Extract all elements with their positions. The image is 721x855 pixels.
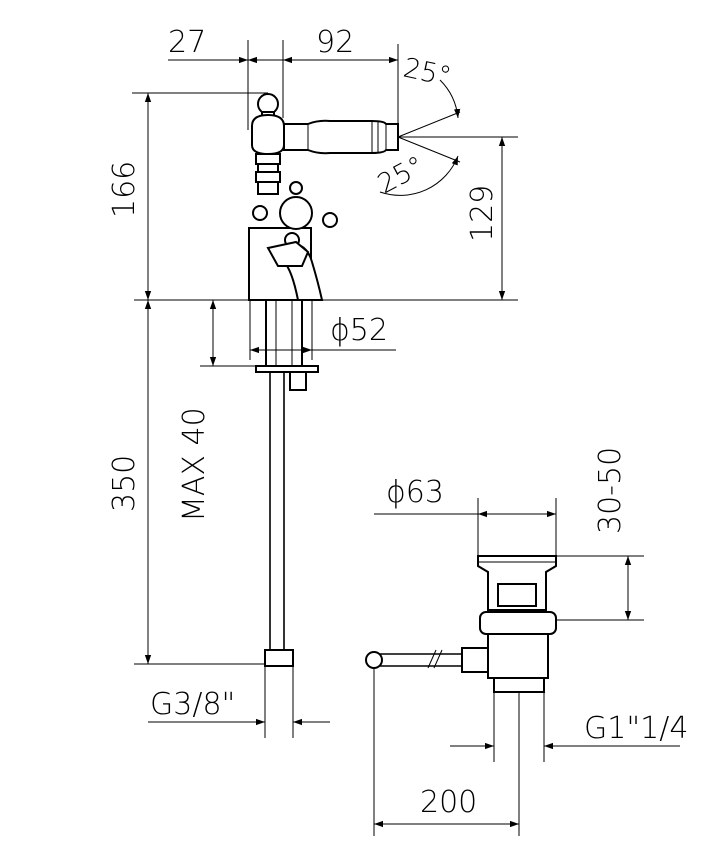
waste-body <box>487 633 549 679</box>
dim-30-50: 30-50 <box>593 447 628 534</box>
dim-129: 129 <box>465 185 500 242</box>
dimension-lines <box>132 40 680 836</box>
dim-27: 27 <box>168 25 206 60</box>
faucet-body <box>248 93 399 301</box>
ring-2 <box>257 163 279 173</box>
dim-g38: G3/8" <box>150 687 235 722</box>
rod-housing <box>461 647 489 673</box>
pipe-connector <box>264 649 294 667</box>
dim-92: 92 <box>316 25 354 60</box>
shank-tube <box>265 299 303 367</box>
column-head <box>251 113 285 156</box>
dim-phi52: ϕ52 <box>330 313 388 348</box>
dim-350: 350 <box>107 455 142 512</box>
ring-1 <box>255 153 281 165</box>
waste-flange <box>479 611 557 635</box>
ring-3 <box>255 171 281 183</box>
lever-base <box>266 240 310 267</box>
dim-166: 166 <box>107 161 142 218</box>
waste-window <box>497 583 537 607</box>
dim-g114: G1"1/4 <box>584 711 688 746</box>
dim-max40: MAX 40 <box>177 407 212 522</box>
cross-knob-right <box>322 212 338 228</box>
cross-handle-hub <box>279 196 313 230</box>
lever-handle <box>283 119 399 155</box>
rod-knob <box>365 651 383 669</box>
dim-200: 200 <box>420 785 477 820</box>
dim-phi63: ϕ63 <box>386 475 444 510</box>
dim-angle-top: 25° <box>401 53 454 93</box>
cross-knob-left <box>252 205 268 221</box>
shank <box>255 299 319 667</box>
nut <box>289 371 307 391</box>
waste-thread <box>493 677 545 693</box>
ring-4 <box>257 181 279 195</box>
cross-knob-top <box>289 181 303 195</box>
washer <box>255 365 319 373</box>
waste-assembly <box>365 555 557 693</box>
